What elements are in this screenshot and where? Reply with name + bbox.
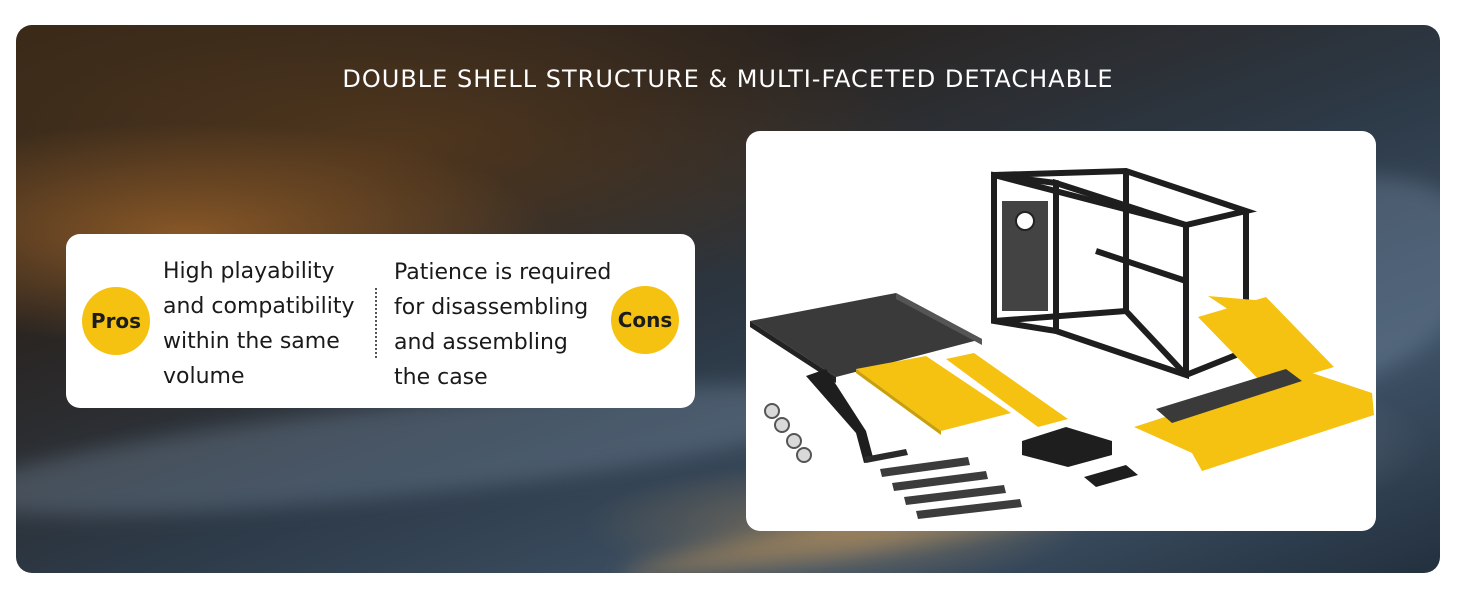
banner-title: DOUBLE SHELL STRUCTURE & MULTI-FACETED D… (342, 65, 1114, 93)
yellow-mesh-panel (856, 356, 1011, 435)
hero-banner: DOUBLE SHELL STRUCTURE & MULTI-FACETED D… (16, 25, 1440, 573)
exploded-pc-case-illustration (750, 167, 1374, 519)
pros-text: High playability and compatibility withi… (163, 259, 355, 389)
stand-bracket (806, 369, 908, 463)
rubber-feet (764, 403, 812, 463)
psu-bracket (1022, 427, 1138, 487)
pci-slot-covers (880, 457, 1022, 519)
yellow-front-panel (1134, 296, 1374, 471)
product-image-card (746, 131, 1376, 531)
yellow-strip-panel (946, 353, 1068, 427)
pros-badge: Pros (82, 287, 150, 355)
side-panel (750, 293, 982, 383)
cons-text: Patience is required for disassembling a… (394, 260, 612, 390)
brand-logo-icon (1015, 211, 1035, 231)
pros-cons-card: Pros High playability and compatibility … (66, 234, 695, 408)
pros-cons-divider (375, 288, 377, 358)
cons-badge: Cons (611, 286, 679, 354)
